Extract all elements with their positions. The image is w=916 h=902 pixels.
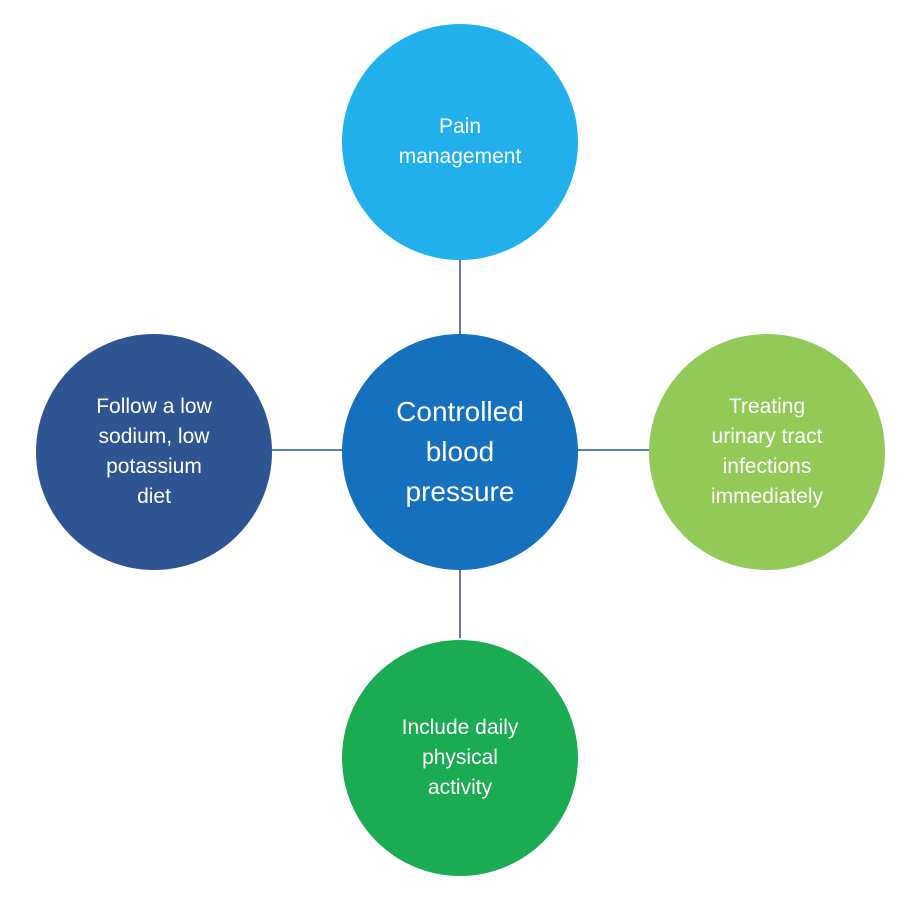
- node-label: Treating urinary tract infections immedi…: [710, 395, 824, 508]
- connector-bottom: [459, 566, 461, 638]
- node-label: Include daily physical activity: [401, 716, 519, 799]
- node-label: Follow a low sodium, low potassium diet: [96, 395, 212, 508]
- node-label: Controlled blood pressure: [396, 396, 524, 507]
- node-label: Pain management: [398, 115, 522, 168]
- connector-left: [272, 449, 344, 451]
- node-daily-physical-activity: Include daily physical activity: [342, 640, 578, 876]
- node-controlled-blood-pressure: Controlled blood pressure: [342, 334, 578, 570]
- connector-right: [577, 449, 649, 451]
- node-pain-management: Pain management: [342, 24, 578, 260]
- connector-top: [459, 258, 461, 334]
- node-treating-uti: Treating urinary tract infections immedi…: [649, 334, 885, 570]
- node-low-sodium-diet: Follow a low sodium, low potassium diet: [36, 334, 272, 570]
